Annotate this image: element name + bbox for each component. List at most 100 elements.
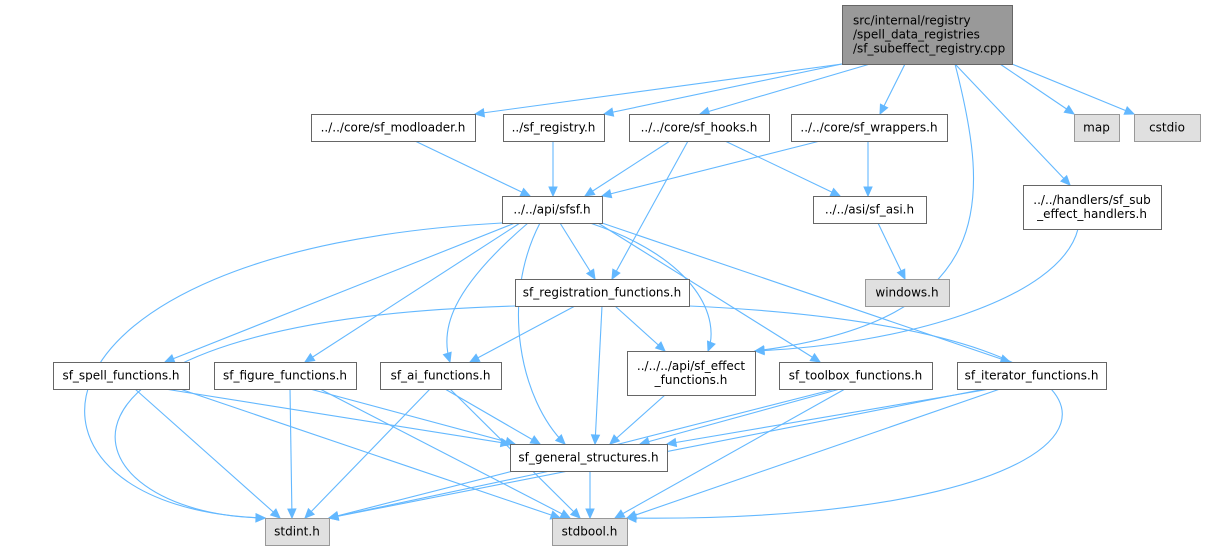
arrowhead-icon	[269, 508, 281, 519]
node-box	[214, 362, 357, 390]
edge-line	[597, 222, 821, 363]
edge-line	[626, 305, 1063, 519]
node-hooks[interactable]: ../../core/sf_hooks.h	[629, 114, 770, 142]
node-box	[380, 362, 502, 390]
edge-line	[589, 222, 712, 352]
node-box	[842, 5, 1013, 65]
edge-iterfuncs-to-stdbool	[625, 388, 1001, 520]
arrowhead-icon	[519, 187, 532, 197]
node-label: ../sf_registry.h	[512, 121, 596, 135]
node-sfsf[interactable]: ../../api/sfsf.h	[502, 196, 603, 224]
edge-genstruct-to-stdbool	[585, 471, 595, 520]
node-stdint: stdint.h	[265, 518, 330, 546]
edge-root-to-subhandlers	[954, 63, 1071, 186]
node-label: /spell_data_registries	[853, 28, 980, 42]
edge-line	[601, 140, 821, 197]
node-effectfuncs[interactable]: ../../../api/sf_effect_functions.h	[627, 351, 756, 396]
edge-regfuncs-to-stdint	[114, 305, 516, 523]
arrowhead-icon	[548, 186, 558, 198]
edge-sfsf-to-regfuncs	[559, 222, 596, 281]
node-modloader[interactable]: ../../core/sf_modloader.h	[311, 114, 476, 142]
edge-line	[754, 63, 975, 352]
node-box	[865, 279, 950, 307]
edge-line	[114, 305, 516, 519]
edge-line	[611, 140, 689, 280]
node-box	[1074, 114, 1120, 142]
node-wrappers[interactable]: ../../core/sf_wrappers.h	[791, 114, 948, 142]
edge-sfsf-to-effectfuncs	[589, 222, 716, 353]
edge-line	[414, 140, 531, 197]
edge-asi-to-windows	[877, 222, 906, 281]
edge-root-to-map	[999, 63, 1076, 115]
node-spellfuncs[interactable]: sf_spell_functions.h	[53, 362, 190, 390]
edge-line	[164, 388, 511, 445]
edge-regfuncs-to-effectfuncs	[614, 305, 666, 352]
node-label: _effect_handlers.h	[1036, 207, 1147, 221]
node-figurefuncs[interactable]: sf_figure_functions.h	[214, 362, 357, 390]
arrowhead-icon	[473, 107, 486, 118]
edge-line	[954, 63, 1071, 186]
node-subhandlers[interactable]: ../../handlers/sf_sub_effect_handlers.h	[1023, 185, 1162, 230]
node-box	[515, 279, 690, 307]
node-asi[interactable]: ../../asi/sf_asi.h	[813, 196, 927, 224]
edge-line	[559, 222, 596, 280]
node-iterfuncs[interactable]: sf_iterator_functions.h	[957, 362, 1107, 390]
node-regfuncs[interactable]: sf_registration_functions.h	[515, 279, 690, 307]
arrowhead-icon	[585, 508, 595, 520]
node-label: windows.h	[875, 286, 938, 300]
node-box	[957, 362, 1107, 390]
arrowhead-icon	[304, 507, 316, 519]
node-root: src/internal/registry/spell_data_registr…	[842, 5, 1013, 65]
edge-subhandlers-to-effectfuncs	[753, 228, 1079, 356]
edge-line	[724, 140, 841, 197]
node-aifuncs[interactable]: sf_ai_functions.h	[380, 362, 502, 390]
edge-figurefuncs-to-stdint	[287, 388, 297, 520]
node-box	[813, 196, 927, 224]
edge-wrappers-to-sfsf	[600, 140, 821, 199]
arrowhead-icon	[163, 354, 176, 363]
edge-aifuncs-to-stdint	[304, 388, 431, 519]
edge-root-to-registry	[602, 63, 843, 117]
arrowhead-icon	[625, 510, 638, 520]
arrowhead-icon	[255, 513, 267, 523]
edge-spellfuncs-to-stdbool	[179, 388, 562, 520]
node-box	[53, 362, 190, 390]
edge-sfsf-to-figurefuncs	[303, 222, 521, 363]
edge-line	[699, 63, 871, 115]
arrowhead-icon	[1123, 105, 1136, 115]
edge-root-to-modloader	[473, 63, 843, 118]
node-label: _functions.h	[654, 373, 728, 387]
node-label: sf_general_structures.h	[518, 451, 658, 465]
node-genstruct[interactable]: sf_general_structures.h	[510, 444, 668, 472]
edge-hooks-to-sfsf	[583, 140, 671, 197]
arrowhead-icon	[600, 189, 613, 199]
edge-root-to-cstdio	[1011, 63, 1136, 115]
arrowhead-icon	[809, 352, 822, 363]
arrowhead-icon	[529, 435, 542, 445]
edge-line	[319, 388, 571, 519]
node-label: sf_ai_functions.h	[391, 369, 491, 383]
edge-line	[999, 63, 1075, 115]
arrowhead-icon	[287, 508, 297, 520]
node-box	[265, 518, 330, 546]
arrowhead-icon	[706, 340, 716, 353]
arrowhead-icon	[863, 186, 873, 198]
edge-figurefuncs-to-stdbool	[319, 388, 572, 519]
node-box	[1134, 114, 1201, 142]
edge-line	[594, 305, 603, 445]
node-box	[629, 114, 770, 142]
arrowhead-icon	[327, 511, 340, 521]
node-label: ../../handlers/sf_sub	[1033, 193, 1150, 207]
edge-genstruct-to-stdint	[327, 470, 551, 521]
edge-line	[328, 470, 551, 519]
node-label: stdint.h	[274, 525, 320, 539]
node-toolboxfuncs[interactable]: sf_toolbox_functions.h	[779, 362, 933, 390]
edge-line	[584, 140, 671, 197]
edge-registry-to-sfsf	[548, 141, 558, 198]
edge-line	[444, 388, 541, 445]
node-registry[interactable]: ../sf_registry.h	[503, 114, 605, 142]
arrowhead-icon	[753, 345, 765, 356]
node-box	[1023, 185, 1162, 230]
node-box	[779, 362, 933, 390]
